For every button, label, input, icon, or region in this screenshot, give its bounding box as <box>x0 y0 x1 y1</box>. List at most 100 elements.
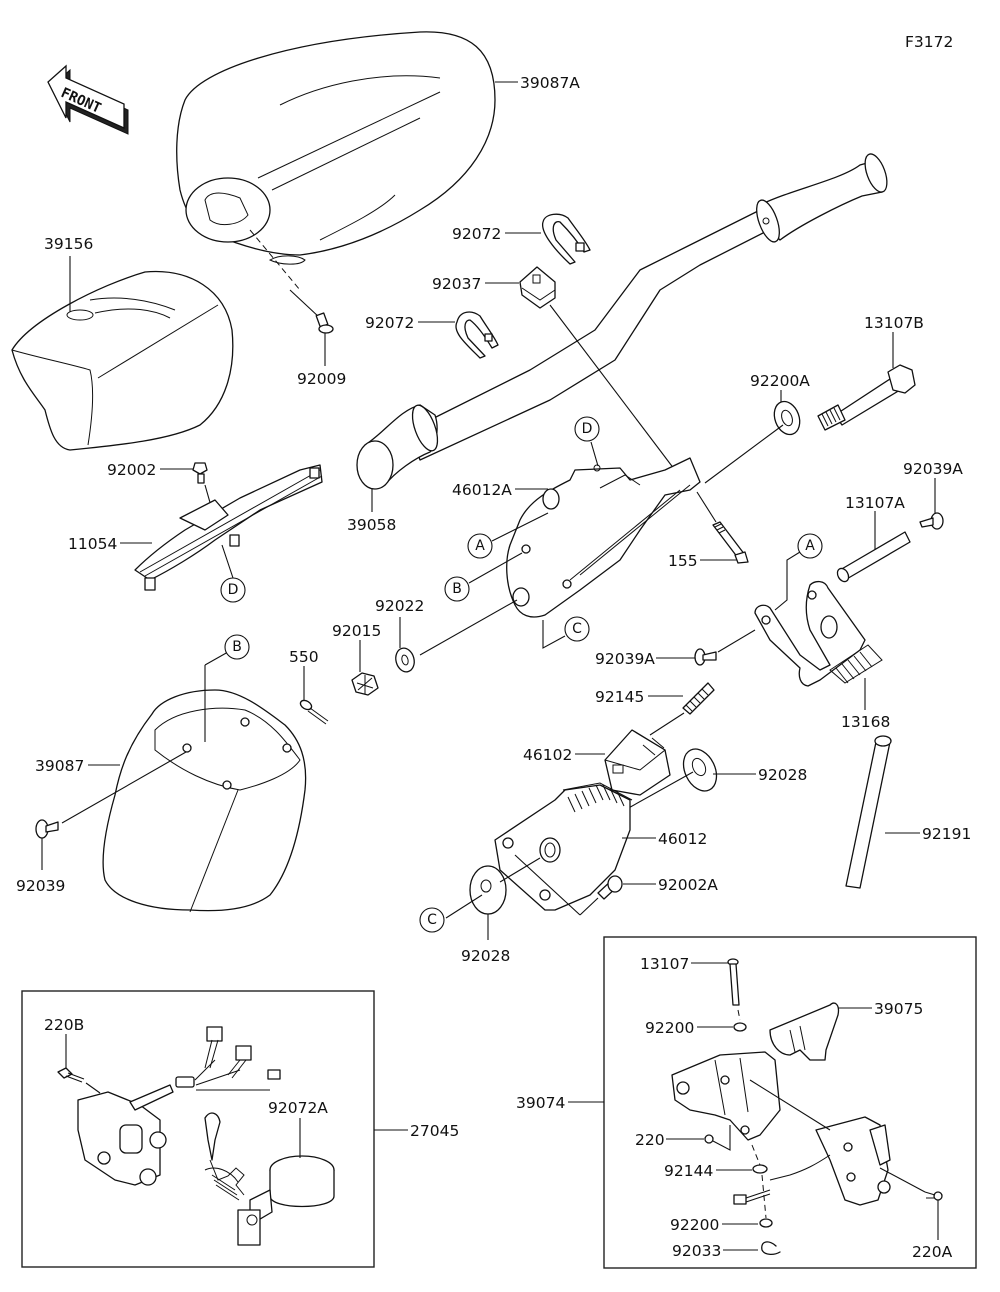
ref-marker-D-bracket: D <box>220 577 246 603</box>
part-13107B-bolt <box>817 364 916 431</box>
svg-text:C: C <box>572 621 582 637</box>
label-92145: 92145 <box>595 688 644 706</box>
label-13107B: 13107B <box>864 314 924 332</box>
part-27045-switch-assembly <box>77 1026 281 1186</box>
label-92200A: 92200A <box>750 372 810 390</box>
label-27045: 27045 <box>410 1122 459 1140</box>
part-46012A-steering-holder <box>506 457 701 618</box>
part-39087-lower-cover <box>102 689 307 913</box>
part-46102-block <box>604 729 671 796</box>
label-92015: 92015 <box>332 622 381 640</box>
svg-text:B: B <box>452 581 462 597</box>
label-550: 550 <box>289 648 319 666</box>
part-92009-screw <box>289 289 334 334</box>
front-arrow-icon: FRONT <box>47 64 129 135</box>
part-92037-clamp <box>519 266 556 309</box>
label-92144: 92144 <box>664 1162 713 1180</box>
part-46012-steering-base <box>494 782 633 911</box>
label-220: 220 <box>635 1131 665 1149</box>
ref-marker-D-top: D <box>574 416 600 467</box>
part-92191-tube <box>845 735 892 889</box>
part-92028-washer-bottom <box>469 865 507 915</box>
part-39075-lever-cover <box>769 1002 840 1061</box>
label-92072-mid: 92072 <box>365 314 414 332</box>
part-92015-nut <box>351 672 379 696</box>
part-220B-screw <box>57 1067 101 1094</box>
label-92009: 92009 <box>297 370 346 388</box>
part-550-cotter-pin <box>299 699 329 725</box>
part-92002-bolt <box>192 462 208 484</box>
part-92039A-rivet-mid <box>694 648 717 666</box>
part-handlebar <box>356 153 888 490</box>
part-220-screw <box>704 1125 731 1151</box>
label-92022: 92022 <box>375 597 424 615</box>
part-155-bolt <box>712 521 749 564</box>
ref-marker-C-holder: C <box>542 616 590 649</box>
label-155: 155 <box>668 552 698 570</box>
ref-marker-A-lever: A <box>774 533 823 611</box>
label-220A: 220A <box>912 1243 953 1261</box>
part-11054-bracket <box>134 464 323 591</box>
part-lanyard-clip <box>204 1112 245 1201</box>
part-92072-cable-tie-top <box>542 213 591 265</box>
label-92200-top: 92200 <box>645 1019 694 1037</box>
label-220B: 220B <box>44 1016 84 1034</box>
label-92028-right: 92028 <box>758 766 807 784</box>
label-39087A: 39087A <box>520 74 580 92</box>
label-39156: 39156 <box>44 235 93 253</box>
svg-text:A: A <box>805 538 815 554</box>
ref-marker-B-cover: B <box>224 634 250 660</box>
svg-text:B: B <box>232 639 242 655</box>
part-39087A-upper-cover <box>176 31 496 291</box>
part-92200A-washer <box>773 400 801 436</box>
label-92039A-top: 92039A <box>903 460 963 478</box>
label-46102: 46102 <box>523 746 572 764</box>
label-92191: 92191 <box>922 825 971 843</box>
part-13168-lever <box>754 580 883 687</box>
label-92002A: 92002A <box>658 876 718 894</box>
label-39074: 39074 <box>516 1094 565 1112</box>
assembly-box-27045 <box>21 990 375 1268</box>
ref-marker-A-holder: A <box>467 512 549 559</box>
part-92072A-band <box>237 1155 335 1246</box>
label-39058: 39058 <box>347 516 396 534</box>
label-92002: 92002 <box>107 461 156 479</box>
label-39087: 39087 <box>35 757 84 775</box>
label-92072-top: 92072 <box>452 225 501 243</box>
part-39074-housing <box>671 1051 781 1166</box>
label-92039: 92039 <box>16 877 65 895</box>
part-92200-washer-bottom <box>759 1174 773 1228</box>
label-92033: 92033 <box>672 1242 721 1260</box>
label-92072A: 92072A <box>268 1099 328 1117</box>
part-92145-spring <box>682 682 715 715</box>
label-11054: 11054 <box>68 535 117 553</box>
ref-marker-B-holder: B <box>444 552 523 602</box>
svg-text:D: D <box>582 421 593 437</box>
label-13107: 13107 <box>640 955 689 973</box>
part-13107A-pin <box>836 531 911 583</box>
label-39075: 39075 <box>874 1000 923 1018</box>
part-92072-cable-tie-mid <box>455 311 499 359</box>
label-92200-bottom: 92200 <box>670 1216 719 1234</box>
part-92039A-rivet-top <box>919 512 944 530</box>
label-46012A: 46012A <box>452 481 512 499</box>
label-92039A-mid: 92039A <box>595 650 655 668</box>
svg-text:C: C <box>427 912 437 928</box>
svg-text:D: D <box>228 582 239 598</box>
label-46012: 46012 <box>658 830 707 848</box>
part-39156-cover <box>11 270 234 451</box>
figure-id: F3172 <box>905 33 953 51</box>
label-13168: 13168 <box>841 713 890 731</box>
part-92022-washer <box>395 647 415 673</box>
part-92028-washer-right <box>682 748 718 792</box>
svg-text:A: A <box>475 538 485 554</box>
label-13107A: 13107A <box>845 494 905 512</box>
label-92028-bottom: 92028 <box>461 947 510 965</box>
part-92200-washer-top <box>733 1022 747 1032</box>
part-92033-clip <box>761 1241 781 1256</box>
part-13107-pin <box>727 958 741 1021</box>
part-92002A-bolt <box>597 875 623 900</box>
part-switch-housing <box>733 1116 891 1206</box>
assembly-box-39074 <box>603 936 977 1269</box>
